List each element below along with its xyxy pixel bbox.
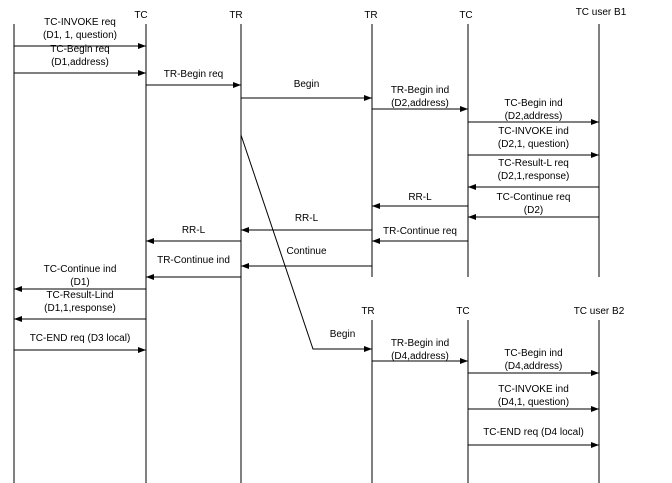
- message-label: TC-Begin ind: [504, 98, 562, 109]
- message-12: TR-Continue req: [372, 226, 468, 244]
- message-label: Begin: [330, 329, 356, 340]
- message-label: (D4,1, question): [498, 397, 569, 408]
- message-label: (D2,address): [505, 111, 563, 122]
- lifeline-headers: TC TR TR TC TC user B1 TR TC TC user B2: [134, 7, 626, 317]
- message-19: Begin: [240, 134, 372, 352]
- lifeline-header-tcB2: TC: [456, 306, 469, 317]
- message-13: RR-L: [146, 225, 241, 244]
- message-label: TC-INVOKE req: [44, 17, 116, 28]
- message-20: TR-Begin ind (D4,address): [372, 338, 468, 364]
- message-label: (D2,1, question): [498, 139, 569, 150]
- message-label: TC-Begin ind: [504, 348, 562, 359]
- message-18: TC-END req (D3 local): [14, 333, 146, 353]
- message-label: TC-Result-L req: [498, 158, 569, 169]
- lifeline-header-trB1: TR: [364, 10, 377, 21]
- message-label: (D4,address): [391, 351, 449, 362]
- message-label: TR-Continue ind: [157, 255, 230, 266]
- lifeline-header-trA: TR: [229, 10, 242, 21]
- message-label: (D2): [524, 205, 543, 216]
- message-16: TC-Continue ind (D1): [14, 264, 146, 292]
- message-label: TR-Continue req: [383, 226, 457, 237]
- lifeline-header-tcA: TC: [134, 10, 147, 21]
- message-label: TR-Begin req: [164, 69, 223, 80]
- message-label: RR-L: [182, 225, 206, 236]
- message-1: TC-INVOKE req (D1, 1, question): [14, 17, 146, 49]
- message-2: TC-Begin req (D1,address): [14, 44, 146, 76]
- message-label: (D1,address): [51, 57, 109, 68]
- message-5: TR-Begin ind (D2,address): [372, 85, 468, 112]
- message-10: RR-L: [372, 192, 468, 209]
- message-label: (D2,address): [391, 98, 449, 109]
- message-21: TC-Begin ind (D4,address): [468, 348, 599, 376]
- message-label: TC-Result-Lind: [46, 290, 113, 301]
- lifeline-header-tcB1: TC: [459, 10, 472, 21]
- message-9: TC-Continue req (D2): [468, 192, 599, 220]
- lifeline-header-trB2: TR: [361, 306, 374, 317]
- message-22: TC-INVOKE ind (D4,1, question): [468, 384, 599, 412]
- lifelines: [13, 24, 600, 483]
- message-14: Continue: [241, 246, 372, 269]
- message-label: RR-L: [295, 213, 319, 224]
- message-label: TR-Begin ind: [391, 85, 449, 96]
- message-label: TC-INVOKE ind: [498, 126, 569, 137]
- lifeline-header-userB2: TC user B2: [574, 306, 625, 317]
- message-23: TC-END req (D4 local): [468, 427, 599, 448]
- message-label: (D4,address): [505, 361, 563, 372]
- message-label: (D1,1,response): [44, 303, 116, 314]
- messages: TC-INVOKE req (D1, 1, question) TC-Begin r…: [14, 17, 599, 448]
- message-arrow: [240, 134, 372, 352]
- message-6: TC-Begin ind (D2,address): [468, 98, 599, 125]
- message-4: Begin: [241, 79, 372, 101]
- message-label: TR-Begin ind: [391, 338, 449, 349]
- message-label: (D1): [70, 277, 89, 288]
- message-label: TC-Continue req: [497, 192, 571, 203]
- message-label: Begin: [294, 79, 320, 90]
- message-label: TC-Begin req: [50, 44, 109, 55]
- message-label: (D2,1,response): [498, 171, 570, 182]
- message-label: TC-INVOKE ind: [498, 384, 569, 395]
- message-11: RR-L: [241, 213, 372, 233]
- message-8: TC-Result-L req (D2,1,response): [468, 158, 599, 190]
- message-3: TR-Begin req: [146, 69, 241, 88]
- message-7: TC-INVOKE ind (D2,1, question): [468, 126, 599, 158]
- message-label: (D1, 1, question): [43, 30, 117, 41]
- message-label: TC-END req (D4 local): [483, 427, 584, 438]
- message-label: TC-END req (D3 local): [30, 333, 131, 344]
- lifeline-header-userB1: TC user B1: [576, 7, 627, 18]
- message-label: Continue: [286, 246, 326, 257]
- message-15: TR-Continue ind: [146, 255, 241, 280]
- message-17: TC-Result-Lind (D1,1,response): [14, 290, 146, 322]
- message-label: RR-L: [408, 192, 432, 203]
- message-label: TC-Continue ind: [44, 264, 117, 275]
